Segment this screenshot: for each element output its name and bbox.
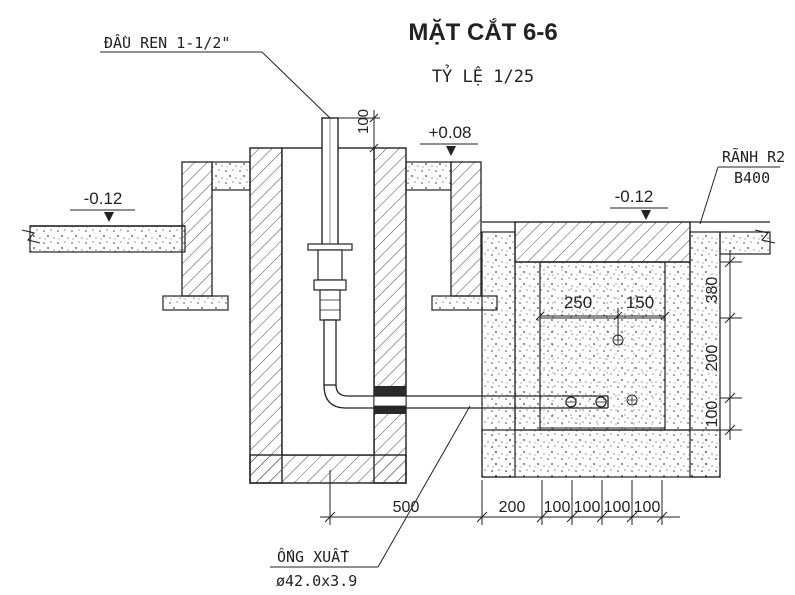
left-upstand-wall (162, 161, 251, 311)
elevation-left: -0.12 (84, 189, 123, 208)
dim-100-c: 100 (604, 499, 631, 516)
level-marker-right (610, 207, 668, 220)
break-mark-left (21, 229, 41, 244)
dim-200-vertical: 200 (704, 345, 721, 372)
level-marker-center (420, 143, 478, 156)
right-vertical-dimension-chain (720, 250, 742, 440)
manhole-chamber (249, 147, 407, 484)
drain-name-label: RÃNH R2 (722, 147, 785, 166)
vertical-pipe (307, 117, 353, 386)
dim-500: 500 (393, 499, 420, 516)
dim-250: 250 (564, 293, 592, 312)
leader-lines (100, 51, 780, 568)
elevation-right: -0.12 (615, 187, 654, 206)
dim-150: 150 (626, 293, 654, 312)
scale-label: TỶ LỆ 1/25 (432, 64, 534, 87)
break-mark-right (754, 229, 776, 244)
drawing-title: MẶT CẮT 6-6 (408, 18, 557, 46)
left-ground-slab (29, 225, 186, 253)
bottom-dimension-chain (320, 470, 680, 525)
drain-class-label: B400 (734, 169, 770, 187)
dim-380: 380 (704, 277, 721, 304)
pipe-size-label: ø42.0x3.9 (276, 572, 357, 590)
dim-100-a: 100 (544, 499, 571, 516)
dim-200: 200 (499, 499, 526, 516)
right-ground-slab (482, 221, 771, 255)
pipe-stub-dimension (338, 110, 380, 153)
dim-100-vertical: 100 (704, 401, 721, 428)
fitting-label: ĐẦU REN 1-1/2" (104, 33, 230, 52)
dim-pipe-stub: 100 (355, 109, 372, 134)
elevation-center: +0.08 (428, 123, 471, 142)
level-marker-left (70, 209, 135, 222)
dim-100-b: 100 (574, 499, 601, 516)
top-inner-dimension (535, 308, 670, 340)
right-upstand-wall (405, 161, 498, 311)
pipe-name-label: ỐNG XUẤT (277, 547, 349, 566)
drain-channel (481, 221, 721, 478)
dim-100-d: 100 (634, 499, 661, 516)
